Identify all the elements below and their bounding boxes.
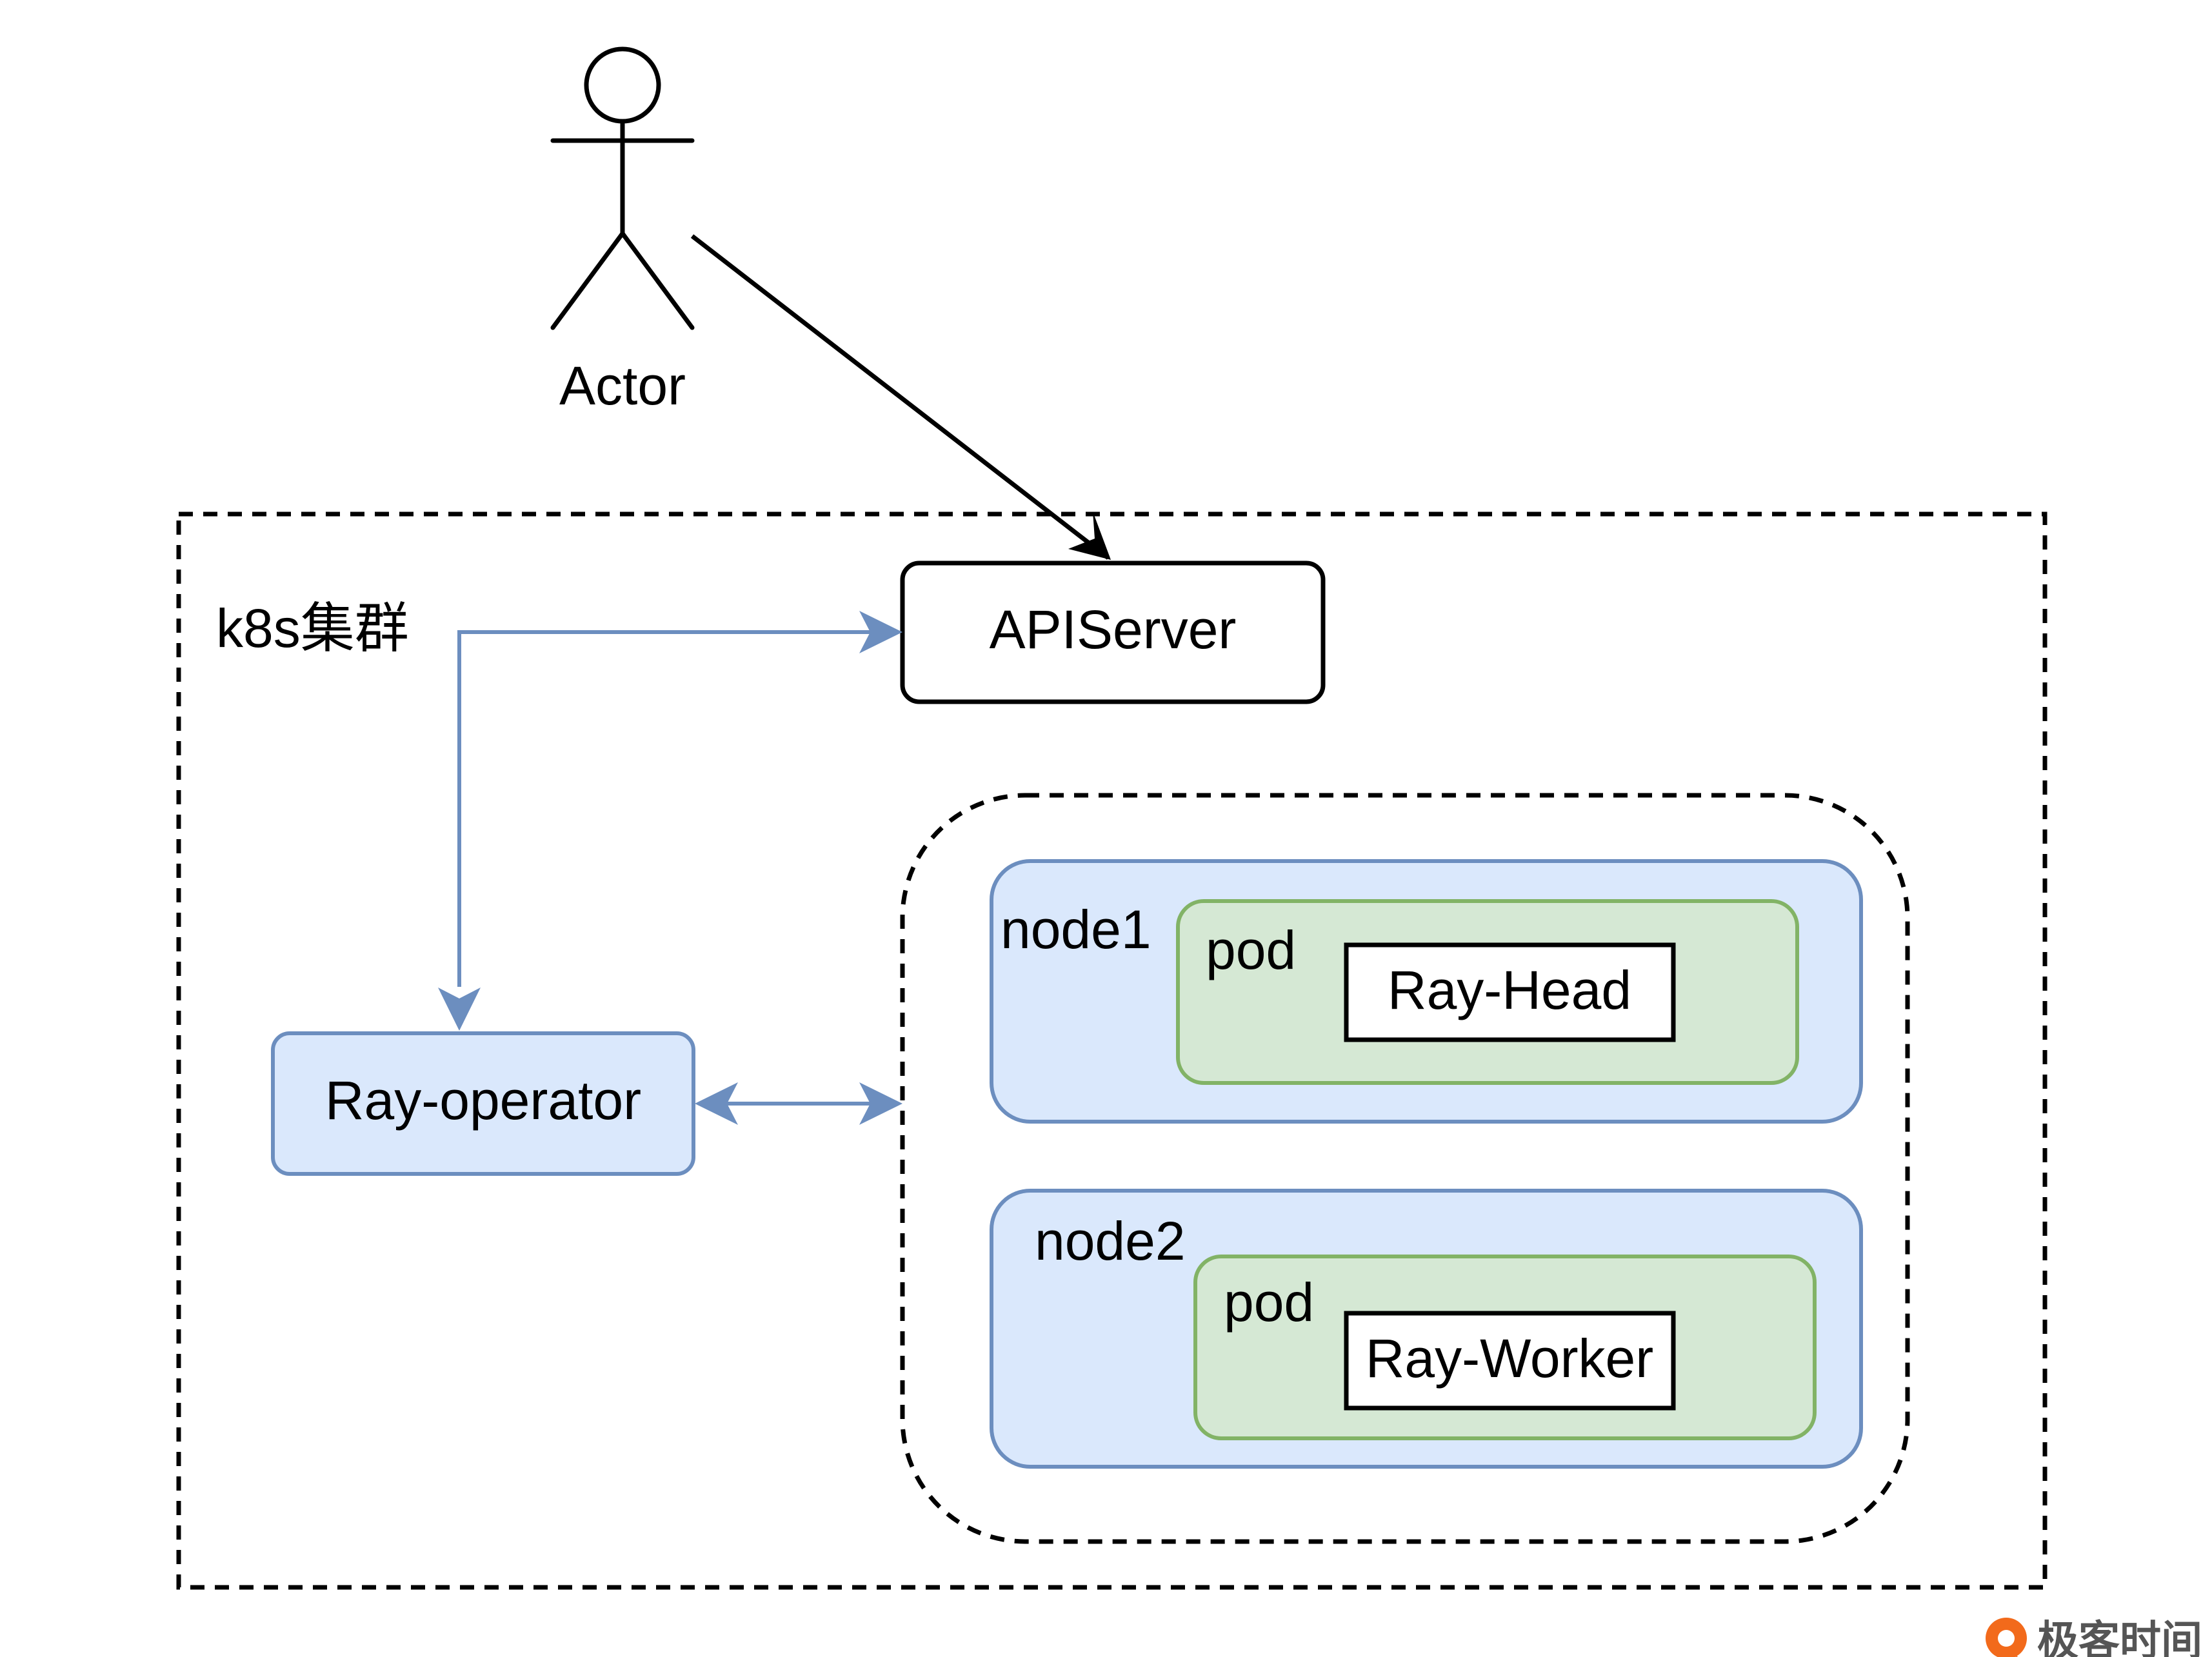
k8s-cluster-label: k8s集群 [216, 598, 409, 659]
operator-side-arrowhead [695, 1082, 738, 1125]
watermark-logo-inner [1998, 1630, 2015, 1647]
ray-worker-box[interactable] [1344, 1311, 1676, 1411]
nodes-side-arrowhead [859, 1082, 902, 1125]
ray-head-label: Ray-Head [1388, 960, 1631, 1020]
actor-to-apiserver-arrowhead [1068, 511, 1111, 560]
watermark-text: 极客时间 [2037, 1618, 2202, 1657]
actor-label: Actor [559, 355, 686, 416]
node1-label: node1 [1001, 899, 1151, 960]
actor-figure [550, 46, 695, 330]
nodes-group-boundary [900, 793, 1910, 1544]
ray-operator-label: Ray-operator [325, 1070, 641, 1131]
ray-head-box[interactable] [1344, 942, 1676, 1042]
operator-top-arrowhead [438, 987, 481, 1031]
actor-to-apiserver-arrow [690, 234, 1110, 560]
apiserver-arrowhead [859, 611, 902, 653]
apiserver-box[interactable] [900, 561, 1326, 704]
node2-label: node2 [1035, 1211, 1186, 1271]
actor-left-leg [550, 231, 625, 330]
node2-pod-label: pod [1224, 1272, 1314, 1333]
ray-operator-box[interactable] [271, 1031, 695, 1176]
apiserver-label: APIServer [990, 599, 1237, 660]
actor-right-leg [620, 231, 695, 330]
ray-worker-label: Ray-Worker [1366, 1328, 1654, 1389]
node1-pod-label: pod [1206, 920, 1296, 980]
k8s-cluster-boundary [176, 511, 2048, 1590]
operator-apiserver-connector [457, 630, 881, 987]
actor-head [584, 46, 661, 124]
watermark: 极客时间 [1986, 1618, 2202, 1657]
watermark-logo-tail [2006, 1646, 2018, 1657]
